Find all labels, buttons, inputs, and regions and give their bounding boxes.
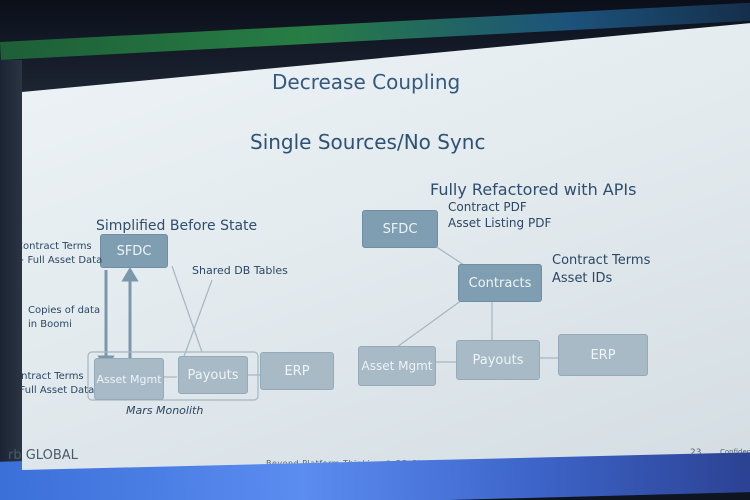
left-label-copies: Copies of data in Boomi bbox=[28, 304, 100, 332]
right-diagram-heading: Fully Refactored with APIs bbox=[430, 180, 637, 199]
slide-confidential: Confidential bbox=[720, 448, 750, 456]
line-shared-db-1 bbox=[171, 265, 203, 353]
left-label-shared-db: Shared DB Tables bbox=[192, 264, 288, 277]
label-line: Contract Terms bbox=[16, 241, 92, 252]
label-line: + Full Asset Data bbox=[16, 255, 103, 266]
left-label-contract-terms-bottom: Contract Terms + Full Asset Data bbox=[8, 370, 95, 398]
label-line: + Full Asset Data bbox=[8, 385, 95, 396]
label-line: Asset Listing PDF bbox=[448, 216, 552, 230]
brand-logo: rb GLOBAL bbox=[8, 448, 78, 463]
left-sfdc-box: SFDC bbox=[100, 234, 168, 268]
label-line: in Boomi bbox=[28, 319, 72, 330]
label-line: Contract Terms bbox=[552, 253, 651, 268]
arrowhead-up bbox=[121, 267, 139, 282]
left-label-monolith: Mars Monolith bbox=[126, 404, 204, 417]
left-wall bbox=[0, 60, 22, 480]
slide-title: Decrease Coupling bbox=[272, 70, 461, 94]
right-erp-box: ERP bbox=[558, 334, 648, 376]
label-line: Copies of data bbox=[28, 305, 101, 316]
left-payouts-box: Payouts bbox=[178, 356, 248, 394]
left-diagram-heading: Simplified Before State bbox=[96, 218, 258, 234]
line-sfdc-contracts bbox=[431, 243, 468, 268]
left-erp-box: ERP bbox=[260, 352, 334, 390]
label-line: Asset IDs bbox=[552, 271, 613, 286]
label-line: Contract Terms bbox=[8, 371, 84, 382]
slide-subtitle: Single Sources/No Sync bbox=[250, 130, 486, 154]
right-contracts-box: Contracts bbox=[458, 264, 542, 302]
right-sfdc-box: SFDC bbox=[362, 210, 438, 248]
right-payouts-box: Payouts bbox=[456, 340, 540, 380]
right-label-contracts: Contract Terms Asset IDs bbox=[552, 252, 650, 288]
label-line: Contract PDF bbox=[448, 200, 527, 214]
right-label-sfdc: Contract PDF Asset Listing PDF bbox=[448, 199, 551, 231]
left-asset-mgmt-box: Asset Mgmt bbox=[94, 358, 164, 400]
line-asset-contracts bbox=[396, 299, 463, 348]
slide-page-number: 23 bbox=[690, 448, 702, 458]
right-asset-mgmt-box: Asset Mgmt bbox=[358, 346, 436, 386]
left-label-contract-terms-top: Contract Terms + Full Asset Data bbox=[16, 240, 103, 268]
line-shared-db-2 bbox=[181, 279, 213, 363]
monolith-outline bbox=[87, 351, 259, 401]
projection-screen: Decrease Coupling Single Sources/No Sync… bbox=[22, 22, 750, 470]
